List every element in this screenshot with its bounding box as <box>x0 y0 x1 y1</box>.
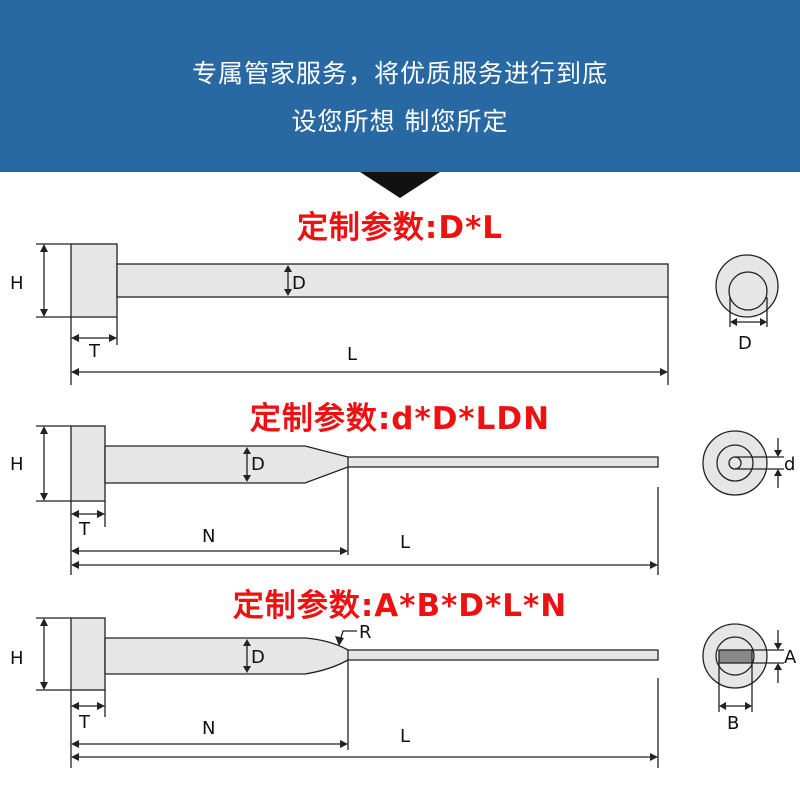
header-banner: 专属管家服务，将优质服务进行到底 设您所想 制您所定 <box>0 0 800 172</box>
pin-shaft <box>116 263 669 298</box>
end-view-flat <box>718 649 753 664</box>
label-t: T <box>88 341 101 362</box>
label-n: N <box>202 718 215 739</box>
label-end-b: B <box>727 713 739 734</box>
pin-head <box>70 425 106 502</box>
label-l: L <box>400 726 410 747</box>
label-l: L <box>347 344 357 365</box>
label-h: H <box>10 648 24 669</box>
label-l: L <box>400 532 410 553</box>
label-end-d: D <box>738 333 752 354</box>
diagram-1-drawing: H D T L D <box>10 243 779 385</box>
label-d: D <box>251 454 265 475</box>
diagram-1-title: 定制参数:D*L <box>296 210 504 246</box>
pin-head <box>70 243 118 318</box>
label-t: T <box>78 712 91 733</box>
banner-notch <box>360 172 440 198</box>
label-h: H <box>10 454 24 475</box>
banner-tagline: 设您所想 制您所定 <box>291 107 509 136</box>
diagram-2-title: 定制参数:d*D*LDN <box>249 401 551 437</box>
label-end-small-d: d <box>784 454 795 475</box>
label-end-a: A <box>784 647 797 668</box>
label-d: D <box>251 647 265 668</box>
label-d: D <box>292 273 306 294</box>
label-t: T <box>78 519 91 540</box>
end-view-shaft <box>728 271 768 311</box>
label-h: H <box>10 273 24 294</box>
pin-shaft <box>104 637 659 675</box>
diagram-3-drawing: H D R T N L A B <box>10 617 797 768</box>
banner-slogan: 专属管家服务，将优质服务进行到底 <box>191 59 608 88</box>
end-view-tip <box>728 456 742 470</box>
pin-head <box>70 617 106 691</box>
label-n: N <box>202 526 215 547</box>
diagram-2-drawing: H D T N L d <box>10 425 795 575</box>
diagram-3-title: 定制参数:A*B*D*L*N <box>232 588 568 624</box>
pin-shaft <box>104 445 659 484</box>
label-r: R <box>359 622 372 643</box>
